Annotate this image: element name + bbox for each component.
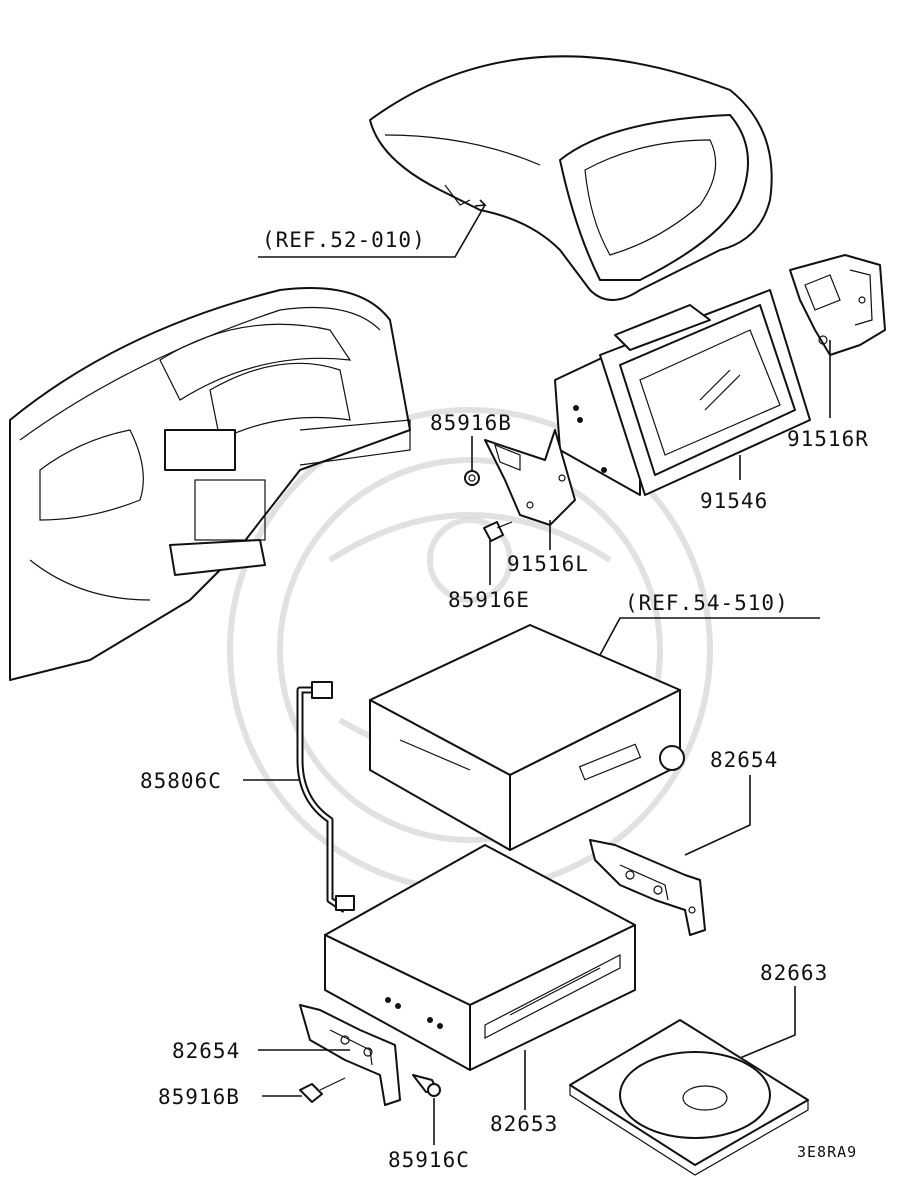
part-label-91516L: 91516L: [507, 552, 589, 576]
bracket-91516L: [484, 429, 576, 526]
diagram-code: 3E8RA9: [797, 1143, 857, 1161]
display-hood: [369, 55, 773, 301]
display-unit-91546: [554, 289, 811, 496]
bolt-85916B-bottom: [299, 1077, 346, 1103]
dvd-drive-82653: [324, 844, 636, 1071]
part-label-85916B-top: 85916B: [430, 411, 512, 435]
cable-85806C: [296, 681, 355, 913]
disc-case-82663: [569, 1019, 809, 1176]
part-label-85806C: 85806C: [140, 769, 222, 793]
part-label-85916B-bottom: 85916B: [158, 1085, 240, 1109]
part-label-91546: 91546: [700, 489, 768, 513]
bolt-85916B-top: [464, 470, 480, 486]
part-label-91516R: 91516R: [787, 427, 869, 451]
ref-label-54-510: (REF.54-510): [625, 591, 789, 615]
part-label-85916C: 85916C: [388, 1148, 470, 1172]
part-label-82663: 82663: [760, 961, 828, 985]
bracket-91516R: [789, 254, 886, 356]
bracket-82654-right: [589, 839, 706, 936]
part-label-85916E: 85916E: [448, 588, 530, 612]
leader-lines: [243, 199, 831, 1145]
part-label-82654-left: 82654: [172, 1039, 240, 1063]
navigation-unit-ref-54-510: [369, 624, 685, 851]
ref-label-52-010: (REF.52-010): [262, 228, 426, 252]
part-label-82653: 82653: [490, 1112, 558, 1136]
bolt-85916E: [483, 521, 513, 542]
part-label-82654-right: 82654: [710, 748, 778, 772]
dashboard-illustration: [9, 287, 411, 681]
screw-85916C: [412, 1074, 441, 1097]
